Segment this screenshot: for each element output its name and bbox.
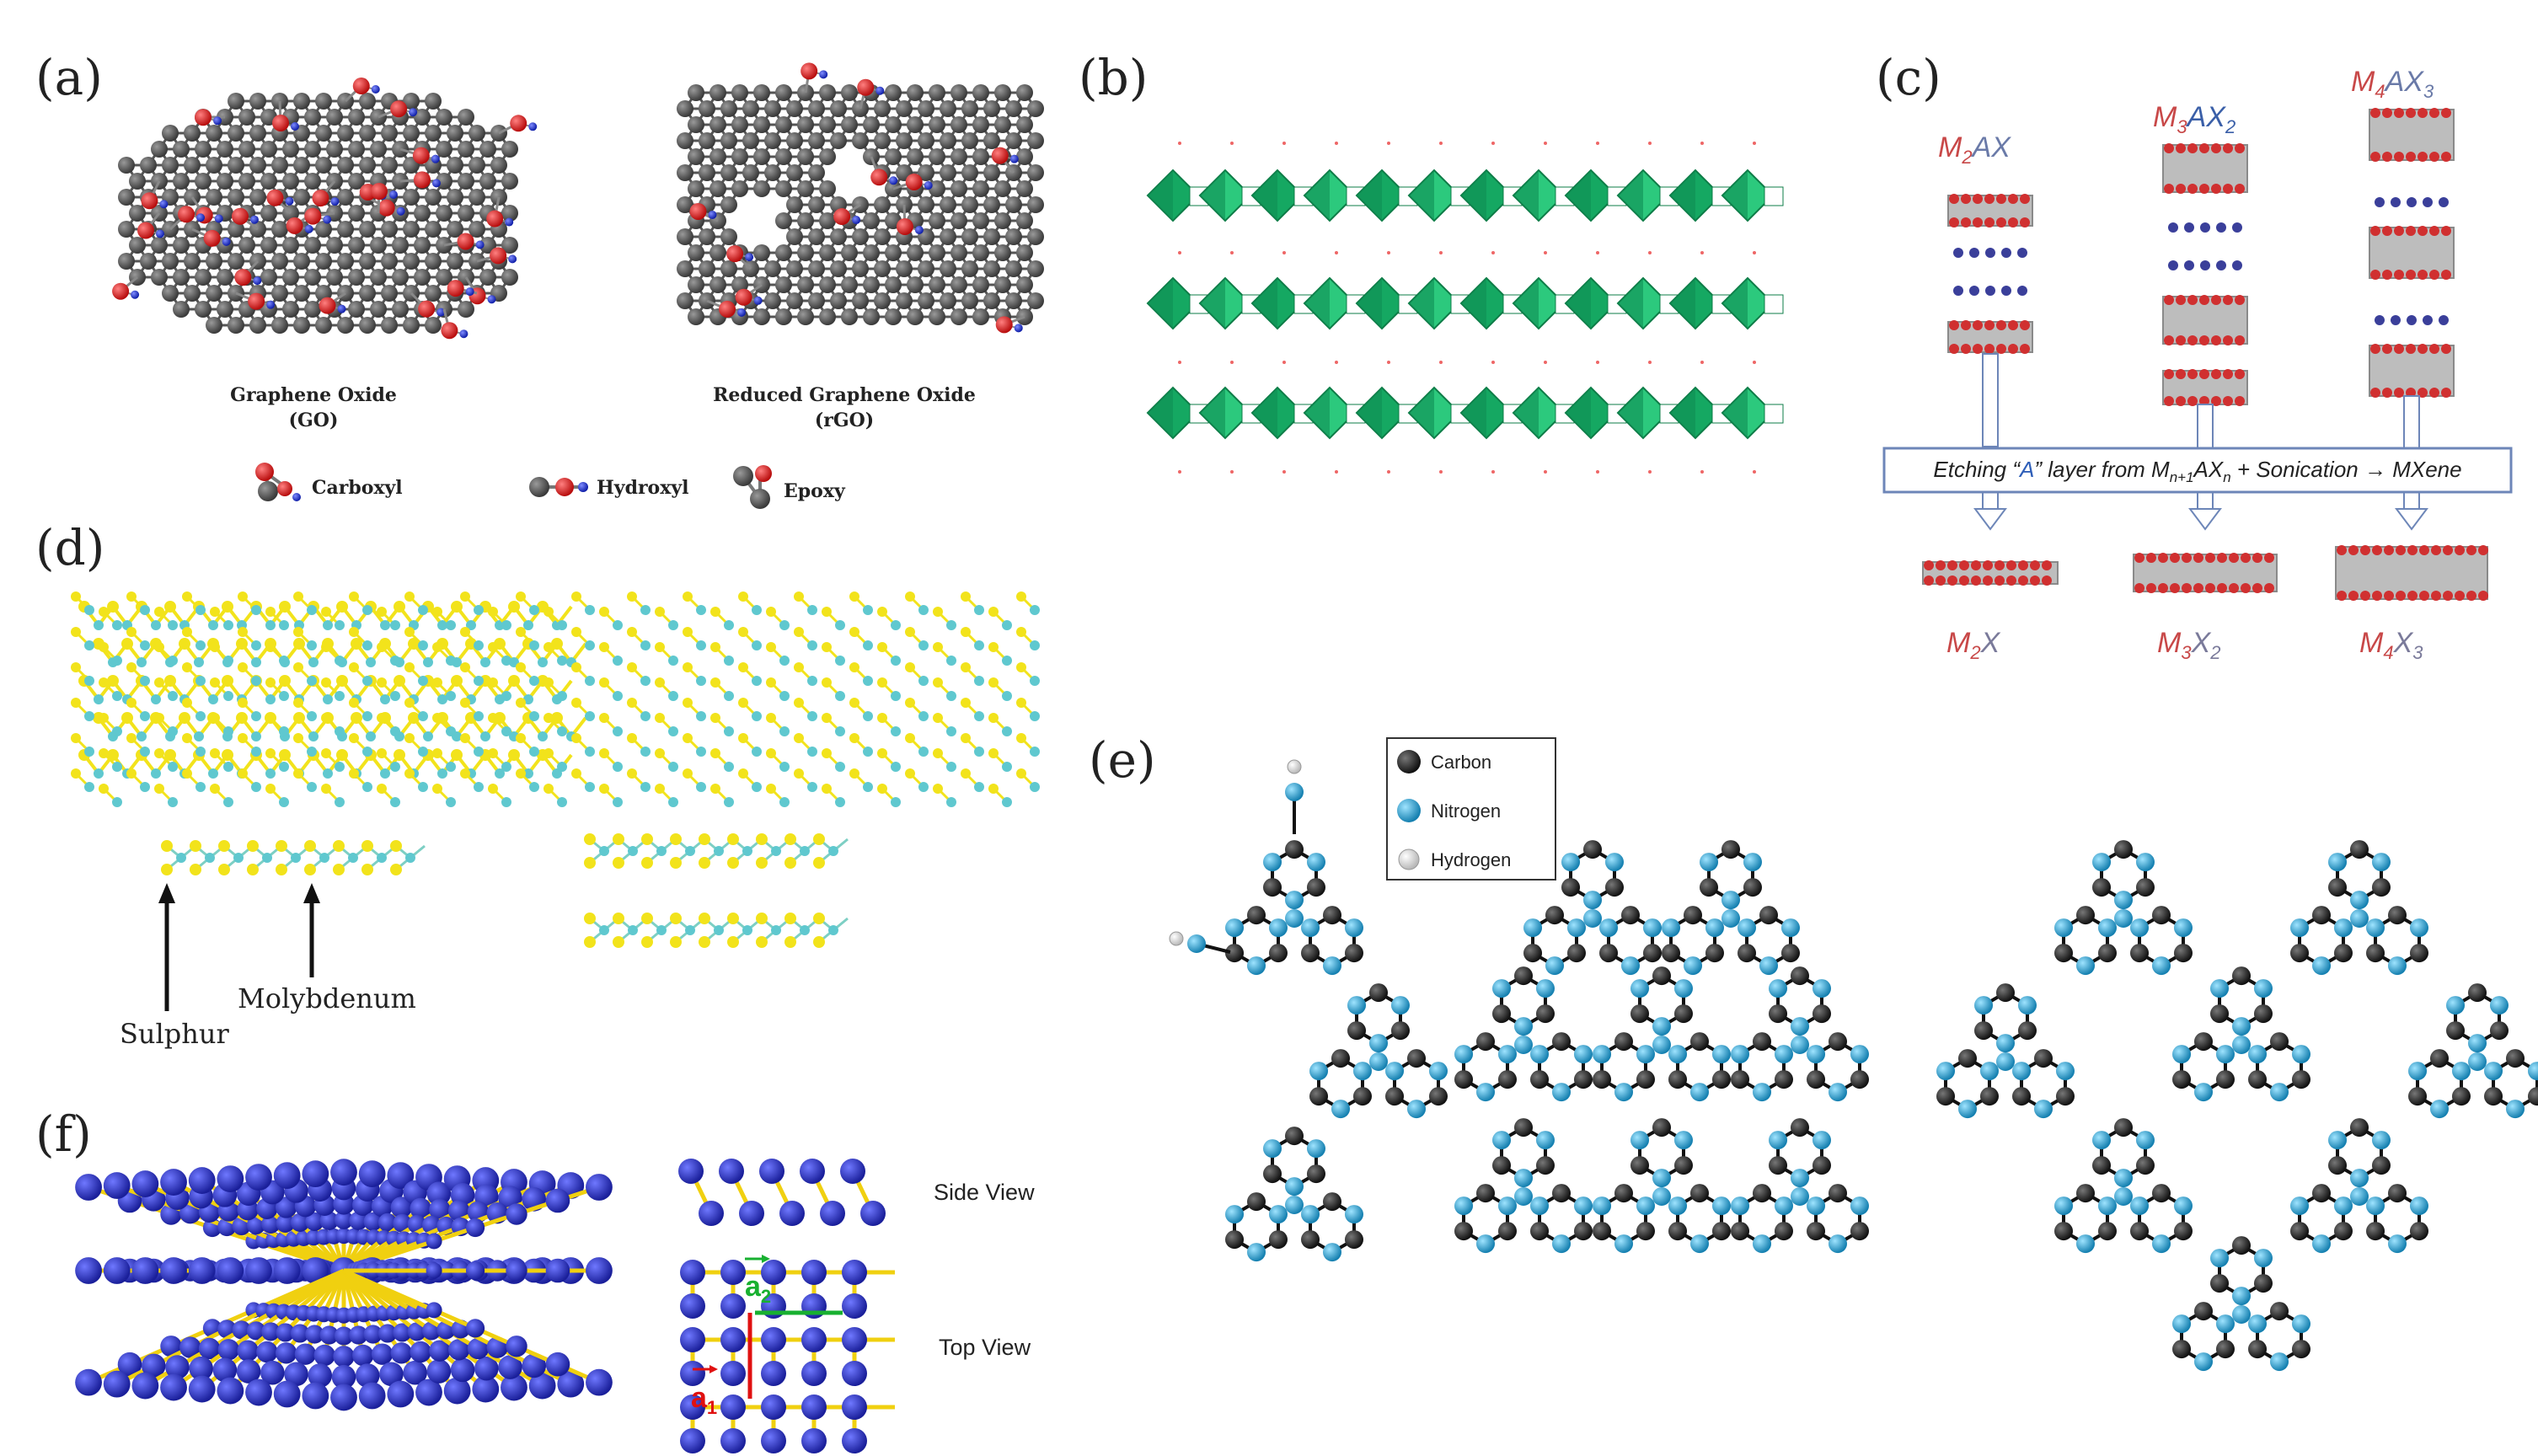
carboxyl-legend: Carboxyl bbox=[255, 463, 403, 501]
mos2-side-views bbox=[161, 833, 849, 948]
hydrogen-legend-icon bbox=[1398, 848, 1420, 870]
molybdenum-label: Molybdenum bbox=[238, 982, 416, 1014]
hydroxyl-oxygen-icon bbox=[555, 478, 574, 496]
etching-banner-text: Etching “A” layer from Mn+1AXn + Sonicat… bbox=[1933, 457, 2461, 485]
carbon-nitride-structures bbox=[1169, 759, 2538, 1372]
rgo-abbr: (rGO) bbox=[815, 410, 874, 431]
panel-d-label: (d) bbox=[35, 519, 104, 576]
m2ax-label: M2AX bbox=[1938, 131, 2011, 168]
m4x3-label: M4X3 bbox=[2359, 627, 2423, 663]
m2x-label: M2X bbox=[1946, 627, 2001, 663]
graphene-oxide-structure bbox=[112, 78, 538, 340]
epoxy-label: Epoxy bbox=[784, 480, 846, 502]
hydroxyl-hydrogen-icon bbox=[578, 482, 588, 492]
carbon-legend-label: Carbon bbox=[1431, 752, 1491, 773]
hydroxyl-carbon-icon bbox=[529, 477, 549, 497]
nitrogen-legend-icon bbox=[1397, 799, 1421, 822]
panel-d: (d) Sulphur Molybdenum bbox=[35, 519, 1040, 1050]
panel-b: (b) bbox=[1079, 49, 1784, 474]
nitrogen-legend-label: Nitrogen bbox=[1431, 800, 1501, 822]
panel-a-label: (a) bbox=[35, 49, 103, 106]
m3ax2-label: M3AX2 bbox=[2153, 101, 2235, 137]
panel-e: (e) Carbon Nitrogen Hydrogen bbox=[1089, 731, 2538, 1372]
carboxyl-oxygen-icon bbox=[258, 481, 278, 501]
epoxy-carbon2-icon bbox=[750, 489, 770, 509]
panel-e-label: (e) bbox=[1089, 731, 1156, 789]
panel-c: (c) M2AX M3AX2 M4AX3 Etching “A” layer f… bbox=[1876, 49, 2513, 663]
hydroxyl-label: Hydroxyl bbox=[597, 477, 688, 499]
go-title: Graphene Oxide bbox=[230, 384, 397, 406]
go-abbr: (GO) bbox=[289, 410, 339, 431]
phosphorene-perspective bbox=[75, 1159, 613, 1411]
etching-banner bbox=[1882, 447, 2513, 494]
phosphorene-top-view bbox=[680, 1260, 895, 1453]
panel-b-label: (b) bbox=[1079, 49, 1148, 106]
sulphur-label: Sulphur bbox=[120, 1018, 229, 1050]
max-phase-stacks bbox=[1922, 108, 2488, 601]
epoxy-carbon-icon bbox=[733, 466, 753, 486]
top-view-label: Top View bbox=[939, 1335, 1031, 1360]
mos2-top-view bbox=[71, 592, 1040, 807]
reduced-graphene-oxide-structure bbox=[677, 62, 1044, 334]
carboxyl-carbon-icon bbox=[255, 463, 274, 481]
octahedra-layers bbox=[1146, 142, 1784, 474]
carboxyl-oh-icon bbox=[277, 481, 292, 496]
panel-c-label: (c) bbox=[1876, 49, 1941, 106]
molybdenum-arrowhead-icon bbox=[303, 883, 320, 903]
m3x2-label: M3X2 bbox=[2157, 627, 2221, 663]
carbon-legend-icon bbox=[1397, 750, 1421, 774]
m4ax3-label: M4AX3 bbox=[2351, 66, 2434, 102]
carboxyl-label: Carboxyl bbox=[312, 477, 403, 499]
panel-a: (a) Graphene Oxide (GO) Reduced Graphene… bbox=[35, 49, 1044, 509]
epoxy-oxygen-icon bbox=[755, 465, 772, 482]
a1-label: a1 bbox=[691, 1382, 717, 1418]
hydrogen-legend-label: Hydrogen bbox=[1431, 849, 1511, 870]
sulphur-arrowhead-icon bbox=[158, 883, 175, 903]
panel-f: (f) Side View Top View a1 a2 bbox=[35, 1105, 1035, 1453]
side-view-label: Side View bbox=[934, 1180, 1035, 1205]
panel-f-label: (f) bbox=[35, 1105, 92, 1163]
epoxy-legend: Epoxy bbox=[733, 465, 846, 509]
phosphorene-side-view bbox=[678, 1159, 886, 1226]
rgo-title: Reduced Graphene Oxide bbox=[713, 384, 976, 406]
hydroxyl-legend: Hydroxyl bbox=[529, 477, 688, 499]
